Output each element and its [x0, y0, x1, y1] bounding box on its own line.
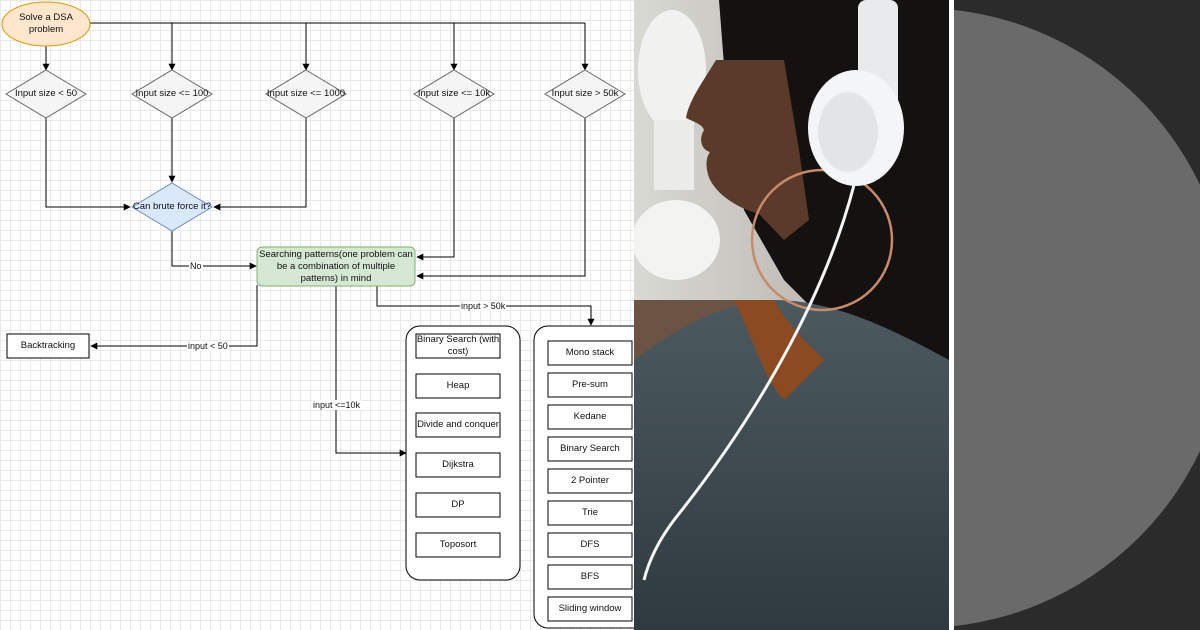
brute-force-label: Can brute force it?: [132, 201, 212, 212]
backtracking-node-shape: [6, 333, 90, 359]
flowchart-panel: Solve a DSA problem Input size < 50 Inpu…: [0, 0, 634, 630]
person-with-headphones-photo: [634, 0, 949, 630]
group-50k-item-box: [547, 372, 633, 398]
group-10k-item-box: [415, 373, 501, 399]
edge-label-input-lt50: input < 50: [187, 341, 229, 351]
edge-gt50k-to-patterns: [416, 118, 586, 280]
decision-le100-label: Input size <= 100: [135, 88, 209, 99]
start-node-label: Solve a DSA problem: [19, 12, 73, 35]
group-50k-item-box: [547, 436, 633, 462]
group-50k-item-box: [547, 340, 633, 366]
flowchart-graphics: [1, 1, 634, 629]
group-50k-item-box: [547, 500, 633, 526]
backtracking-node-label: Backtracking: [20, 340, 76, 351]
group-10k-item-label: Binary Search (with cost): [416, 334, 500, 357]
panel-divider: [949, 0, 954, 630]
group-50k-item-box: [547, 596, 633, 622]
group-10k-item-label: Divide and conquer: [417, 419, 499, 430]
group-10k-item-box: [415, 532, 501, 558]
edge-patterns-to-group-10k: [335, 286, 407, 457]
group-50k-item-label: BFS: [580, 571, 600, 582]
group-50k-item-label: Sliding window: [558, 603, 622, 614]
decision-le1000-shape: [265, 69, 347, 119]
group-10k-item-box: [415, 452, 501, 478]
group-10k-item-label: Heap: [446, 380, 470, 391]
edge-label-input-le10k: input <=10k: [312, 400, 362, 410]
decision-gt50k-label: Input size > 50k: [551, 88, 619, 99]
group-10k-item-box: [415, 492, 501, 518]
photo-illustration: [634, 0, 949, 630]
group-50k-item-box: [547, 404, 633, 430]
group-50k-item-box: [547, 532, 633, 558]
edge-label-no: No: [189, 261, 203, 271]
brute-force-shape: [131, 182, 213, 232]
decision-le10k-shape: [413, 69, 495, 119]
group-50k-item-label: Trie: [581, 507, 598, 518]
group-10k-item-label: Dijkstra: [442, 459, 474, 470]
patterns-node-label: Searching patterns(one problem can be a …: [259, 248, 413, 284]
edge-brute-no-to-patterns: [171, 231, 257, 270]
group-50k-item-label: Kedane: [573, 411, 607, 422]
edge-label-input-gt50k: input > 50k: [460, 301, 507, 311]
group-50k-item-label: 2 Pointer: [570, 475, 610, 486]
group-10k-item-box: [415, 333, 501, 359]
group-50k-item-box: [547, 564, 633, 590]
decision-lt50-shape: [5, 69, 87, 119]
half-circle-shape: [954, 0, 1200, 630]
group-10k-item-label: Toposort: [439, 539, 477, 550]
start-node-shape: [1, 1, 91, 47]
edge-lt50-to-brute: [45, 118, 131, 211]
edge-le1000-to-brute: [213, 118, 307, 211]
group-50k-item-label: Binary Search: [560, 443, 620, 454]
group-50k-item-label: Pre-sum: [572, 379, 608, 390]
decision-le10k-label: Input size <= 10k: [417, 88, 491, 99]
decorative-circle: [954, 0, 1200, 630]
group-50k-item-label: DFS: [580, 539, 600, 550]
decision-lt50-label: Input size < 50: [14, 88, 78, 99]
group-10k-item-box: [415, 412, 501, 438]
decision-le1000-label: Input size <= 1000: [266, 88, 346, 99]
edge-patterns-to-backtracking: [90, 285, 258, 350]
decision-gt50k-shape: [544, 69, 626, 119]
patterns-node-shape: [256, 246, 416, 287]
group-10k-item-label: DP: [451, 499, 465, 510]
edge-le10k-to-patterns: [416, 118, 455, 261]
group-50k-item-box: [547, 468, 633, 494]
decision-le100-shape: [131, 69, 213, 119]
group-50k-item-label: Mono stack: [565, 347, 615, 358]
